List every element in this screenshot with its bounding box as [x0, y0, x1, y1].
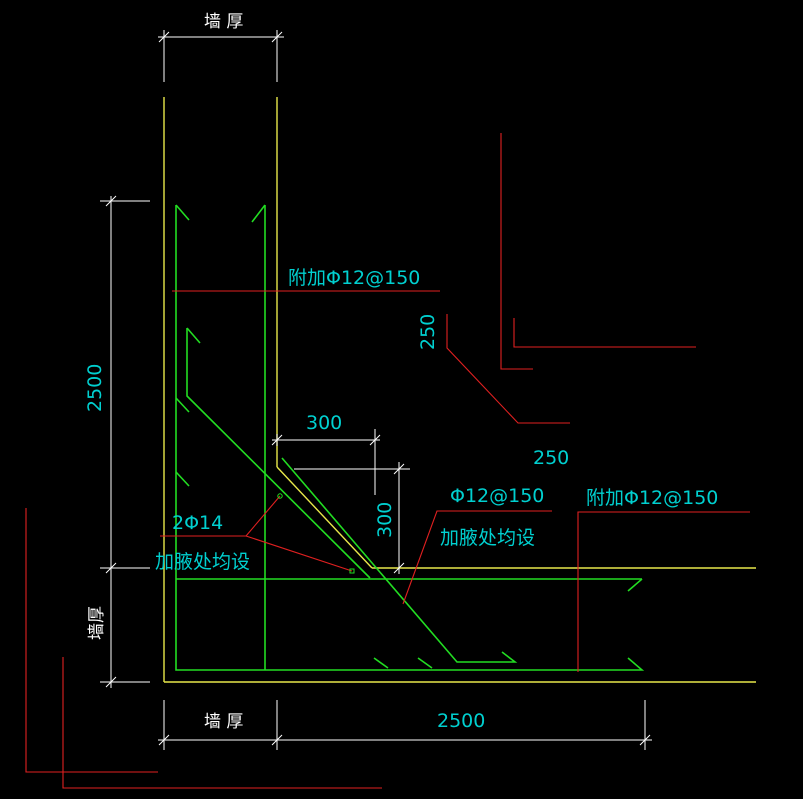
- wall-thickness-left-label: 墙厚: [87, 606, 107, 640]
- dim-250-vertical-label: 250: [417, 314, 439, 350]
- dim-2500-vertical-label: 2500: [84, 364, 106, 412]
- dim-2500-horizontal-label: 2500: [437, 710, 485, 732]
- rebar-haunch-label: Φ12@150: [450, 485, 544, 507]
- leader-lines: [25, 133, 750, 789]
- dim-250-horizontal-label: 250: [533, 447, 569, 469]
- note-haunch-left-label: 加腋处均设: [155, 551, 250, 573]
- rebar-corner-label: 2Φ14: [172, 512, 223, 534]
- note-haunch-right-label: 加腋处均设: [440, 527, 535, 549]
- rebar-lines: [175, 204, 645, 671]
- dim-300-vertical-label: 300: [374, 502, 396, 538]
- dim-300-horizontal-label: 300: [306, 412, 342, 434]
- wall-thickness-bottom-label: 墙 厚: [204, 712, 243, 732]
- rebar-extra-right-label: 附加Φ12@150: [586, 487, 718, 509]
- wall-thickness-top-label: 墙 厚: [204, 12, 243, 32]
- dimension-lines: [100, 30, 652, 750]
- wall-outline: [163, 97, 756, 683]
- rebar-extra-top-label: 附加Φ12@150: [288, 267, 420, 289]
